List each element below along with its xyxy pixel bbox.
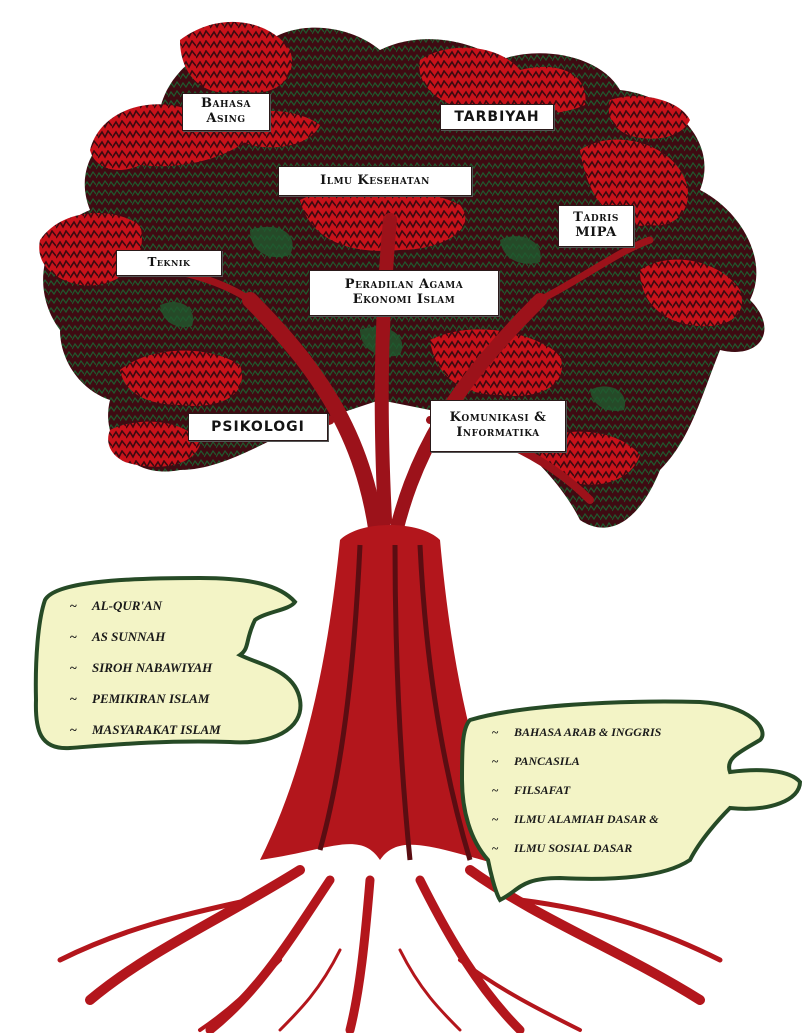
tilde-marker: ~ bbox=[70, 690, 77, 706]
label-line: Komunikasi & bbox=[449, 410, 547, 426]
list-item: ~ BAHASA ARAB & INGGRIS bbox=[492, 718, 661, 747]
label-line: Bahasa bbox=[201, 96, 251, 112]
label-line: Asing bbox=[206, 111, 246, 126]
label-line: Ekonomi Islam bbox=[352, 292, 456, 307]
list-item: ~ MASYARAKAT ISLAM bbox=[70, 714, 221, 745]
green-accent bbox=[500, 236, 541, 264]
tilde-marker: ~ bbox=[70, 721, 77, 737]
label-komunikasi-informatika: Komunikasi & Informatika bbox=[430, 400, 566, 452]
label-psikologi: PSIKOLOGI bbox=[188, 413, 328, 441]
label-line: MIPA bbox=[575, 225, 617, 240]
trunk-shadow bbox=[317, 544, 473, 861]
green-accent bbox=[160, 301, 194, 328]
list-item-text: SIROH NABAWIYAH bbox=[92, 659, 213, 675]
list-item: ~ SIROH NABAWIYAH bbox=[70, 652, 221, 683]
label-line: Informatika bbox=[456, 425, 540, 440]
list-item: ~ AL-QUR'AN bbox=[70, 590, 221, 621]
list-item-text: MASYARAKAT ISLAM bbox=[92, 721, 221, 737]
list-item-text: AS SUNNAH bbox=[92, 628, 166, 644]
leaf-cluster bbox=[300, 187, 466, 251]
label-tadris-mipa: Tadris MIPA bbox=[558, 205, 634, 247]
label-line: PSIKOLOGI bbox=[211, 418, 305, 435]
label-line: Ilmu Kesehatan bbox=[320, 172, 430, 188]
label-tarbiyah: TARBIYAH bbox=[440, 104, 554, 130]
roots bbox=[57, 865, 723, 1033]
label-line: Teknik bbox=[147, 255, 191, 270]
list-item-text: FILSAFAT bbox=[514, 783, 571, 797]
label-line: TARBIYAH bbox=[454, 108, 540, 125]
label-peradilan-ekonomi: Peradilan Agama Ekonomi Islam bbox=[309, 270, 499, 316]
list-item: ~ ILMU ALAMIAH DASAR & bbox=[492, 805, 661, 834]
leaf-cluster bbox=[640, 259, 742, 327]
label-ilmu-kesehatan: Ilmu Kesehatan bbox=[278, 166, 472, 196]
label-bahasa-asing: Bahasa Asing bbox=[182, 93, 270, 131]
list-item-text: PANCASILA bbox=[514, 754, 580, 768]
leaf-cluster bbox=[580, 139, 689, 226]
list-item: ~ ILMU SOSIAL DASAR bbox=[492, 834, 661, 863]
tilde-marker: ~ bbox=[70, 659, 77, 675]
left-bubble-shape bbox=[33, 575, 303, 751]
tilde-marker: ~ bbox=[492, 783, 499, 797]
right-bubble-list: ~ BAHASA ARAB & INGGRIS ~ PANCASILA ~ FILSA… bbox=[492, 718, 661, 863]
list-item-text: PEMIKIRAN ISLAM bbox=[92, 690, 210, 706]
list-item-text: ILMU ALAMIAH DASAR & bbox=[514, 812, 659, 826]
tilde-marker: ~ bbox=[492, 754, 499, 768]
green-accent bbox=[250, 226, 293, 258]
label-line: Peradilan Agama bbox=[344, 277, 464, 293]
tilde-marker: ~ bbox=[70, 628, 77, 644]
tilde-marker: ~ bbox=[492, 841, 499, 855]
tilde-marker: ~ bbox=[492, 812, 499, 826]
leaf-cluster bbox=[608, 96, 690, 139]
list-item-text: AL-QUR'AN bbox=[92, 597, 163, 613]
tilde-marker: ~ bbox=[70, 597, 77, 613]
list-item: ~ PANCASILA bbox=[492, 747, 661, 776]
leaf-cluster bbox=[108, 421, 200, 467]
right-bubble-shape bbox=[459, 699, 803, 903]
leaf-cluster bbox=[419, 47, 586, 115]
tree-trunk bbox=[260, 525, 520, 870]
list-item: ~ FILSAFAT bbox=[492, 776, 661, 805]
list-item: ~ AS SUNNAH bbox=[70, 621, 221, 652]
tilde-marker: ~ bbox=[492, 725, 499, 739]
leaf-cluster bbox=[180, 21, 292, 93]
list-item-text: BAHASA ARAB & INGGRIS bbox=[514, 725, 662, 739]
left-bubble-list: ~ AL-QUR'AN ~ AS SUNNAH ~ SIROH NABAWIYAH ~… bbox=[70, 590, 221, 745]
leaf-cluster bbox=[120, 350, 242, 406]
list-item: ~ PEMIKIRAN ISLAM bbox=[70, 683, 221, 714]
green-accent bbox=[590, 386, 626, 412]
label-line: Tadris bbox=[573, 210, 619, 226]
list-item-text: ILMU SOSIAL DASAR bbox=[514, 841, 633, 855]
label-teknik: Teknik bbox=[116, 250, 222, 276]
